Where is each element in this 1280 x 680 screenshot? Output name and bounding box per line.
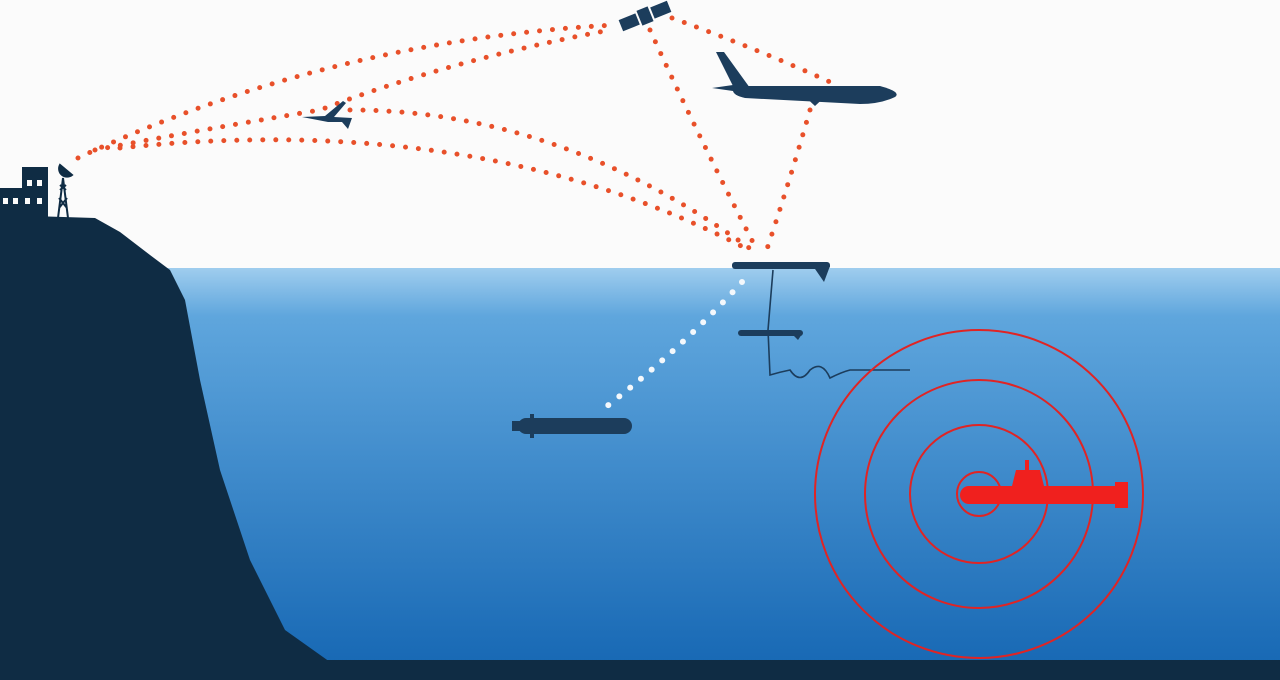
link-aircraft-buoy <box>763 107 813 255</box>
satellite-icon <box>618 0 672 32</box>
link-satellite-aircraft <box>669 15 833 85</box>
underwater-signal-link <box>599 279 745 413</box>
towed-sensor <box>738 330 803 340</box>
cliff <box>0 215 330 662</box>
underwater-vehicle-icon <box>512 414 632 438</box>
target-submarine-icon <box>960 460 1128 508</box>
tether-cable <box>767 269 910 380</box>
shore-station <box>0 167 48 218</box>
drone-icon <box>302 101 352 129</box>
link-station-satellite <box>75 22 618 161</box>
link-drone-buoy <box>347 107 755 253</box>
seabed <box>0 660 1280 680</box>
sky <box>0 0 1280 268</box>
link-station-buoy <box>117 137 748 251</box>
radio-tower <box>57 163 74 219</box>
surface-buoy-vehicle <box>732 262 830 282</box>
patrol-aircraft-icon <box>712 52 897 106</box>
air-signal-links <box>75 15 833 255</box>
